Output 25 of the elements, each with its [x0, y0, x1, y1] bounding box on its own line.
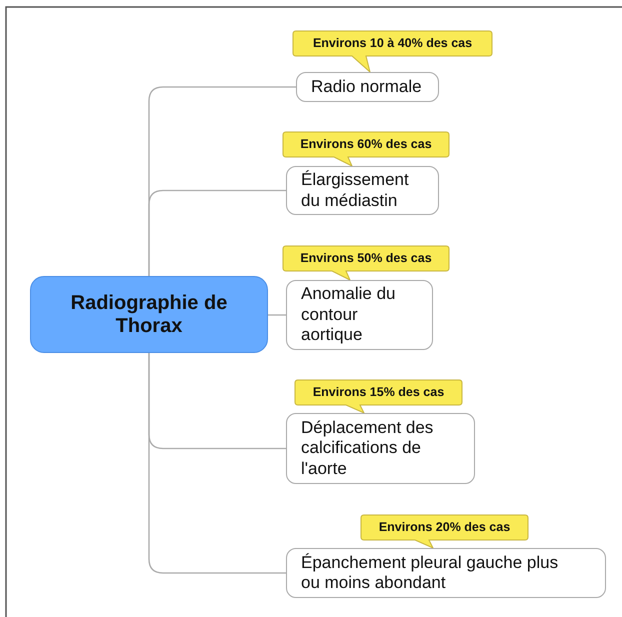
- callout-bubble: [295, 380, 462, 413]
- subtopic-box: [286, 166, 439, 215]
- connector-line: [268, 314, 286, 316]
- callout-bubble: [283, 246, 449, 280]
- connector-line: [148, 190, 286, 276]
- node-text: Épanchement pleural gauche plus ou moins abondant: [301, 552, 560, 594]
- node-text: Élargissement du médiastin: [301, 170, 410, 211]
- subtopic-box: [286, 548, 606, 598]
- subtopic-box: [296, 72, 439, 102]
- node-text: Anomalie du contour aortique: [301, 284, 397, 346]
- callout-text: Environs 15% des cas: [312, 384, 446, 401]
- callout-text: Environs 10 à 40% des cas: [312, 35, 474, 52]
- callout-text: Environs 50% des cas: [299, 250, 433, 267]
- callout-bubble: [283, 132, 449, 166]
- node-text: Radiographie de Thorax: [70, 292, 228, 338]
- connector-line: [148, 353, 286, 574]
- topic-box: [30, 276, 268, 353]
- subtopic-box: [286, 413, 475, 484]
- callout-bubble: [293, 31, 492, 72]
- callout-text: Environs 20% des cas: [378, 519, 512, 536]
- node-text: Radio normale: [311, 76, 422, 98]
- subtopic-box: [286, 280, 433, 350]
- node-text: Déplacement des calcifications de l'aorte: [301, 418, 434, 480]
- callout-text: Environs 60% des cas: [299, 136, 433, 153]
- callout-bubble: [361, 515, 528, 548]
